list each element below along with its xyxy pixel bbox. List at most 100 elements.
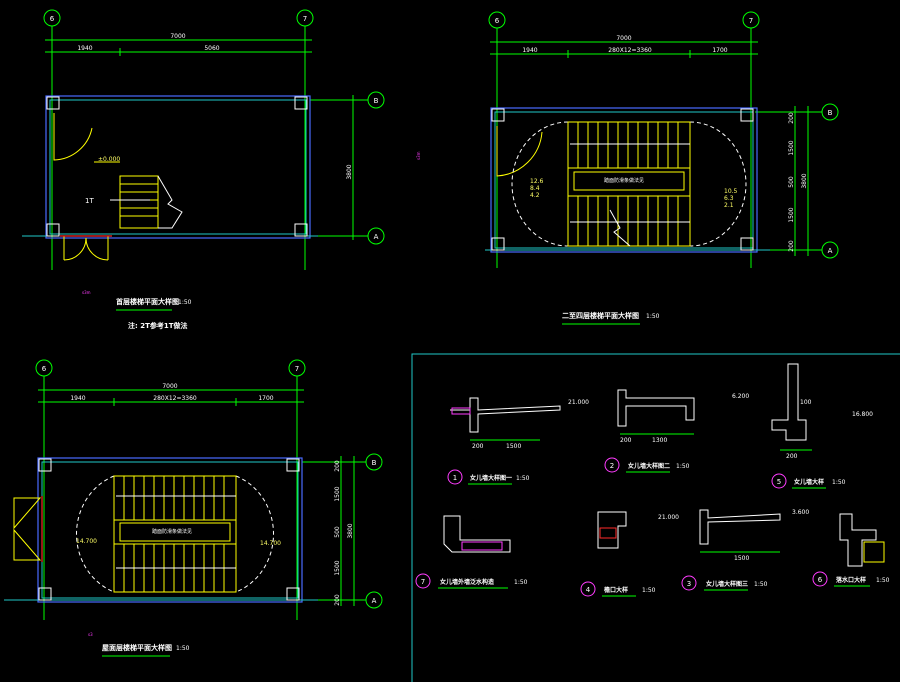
detail-title: 落水口大样 — [836, 576, 866, 584]
level-mark: 14.700 — [260, 540, 281, 547]
dim-b: 280X12=3360 — [608, 47, 652, 54]
detail-title: 女儿墙大样 — [794, 478, 824, 486]
detail-dim: 200 — [786, 453, 798, 460]
detail-2: 1300 200 6.200 2 女儿墙大样图二 1:50 — [604, 389, 749, 473]
stair-flight — [119, 175, 159, 229]
detail-6: 6 落水口大样 1:50 — [812, 513, 890, 587]
parapet-section — [699, 509, 781, 545]
door-swing — [53, 113, 93, 161]
plan-roof-floor: 6 7 7000 1940 280X12=3360 1700 3800 200 … — [4, 359, 383, 657]
door-swing — [496, 126, 543, 177]
axis-label-right: 7 — [303, 15, 307, 23]
axis-bubble-top — [365, 453, 383, 471]
plan-title: 首层楼梯平面大样图 — [116, 297, 179, 306]
plan-scale: 1:50 — [178, 299, 192, 306]
detail-scale: 1:50 — [514, 579, 528, 586]
plan-title: 二至四层楼梯平面大样图 — [562, 311, 639, 320]
door-leaf — [13, 497, 42, 530]
detail-title: 女儿墙大样图二 — [628, 462, 670, 470]
axis-label-right: 7 — [295, 365, 299, 373]
dim-a: 1940 — [77, 45, 92, 52]
dim-a: 1940 — [522, 47, 537, 54]
level-mark: 10.5 — [724, 188, 738, 195]
stair-flight-upper — [113, 475, 237, 521]
detail-scale: 1:50 — [642, 587, 656, 594]
detail-number: 3 — [687, 580, 691, 588]
landing-arc — [235, 475, 274, 593]
column — [46, 96, 60, 110]
detail-number: 2 — [610, 462, 614, 470]
detail-index-bubble — [604, 457, 620, 473]
detail-level: 21.000 — [568, 399, 589, 406]
detail-number: 4 — [586, 586, 591, 594]
axis-label-right: 7 — [749, 17, 753, 25]
detail-index-bubble — [681, 575, 697, 591]
dim-v5: 200 — [334, 594, 341, 606]
detail-title: 女儿墙外墙泛水构造 — [440, 578, 494, 586]
column — [286, 458, 300, 472]
detail-3: 1500 3.600 3 女儿墙大样图三 1:50 — [681, 509, 809, 591]
dim-c: 1700 — [712, 47, 727, 54]
axis-bubble-bottom — [367, 227, 385, 245]
dim-b: 5060 — [204, 45, 219, 52]
dim-b: 280X12=3360 — [153, 395, 197, 402]
detail-level: 3.600 — [792, 509, 809, 516]
detail-dim: 200 — [472, 443, 484, 450]
plan-scale: 1:50 — [176, 645, 190, 652]
column — [46, 223, 60, 237]
dim-v4: 1500 — [334, 560, 341, 575]
detail-dim: 1500 — [734, 555, 749, 562]
column — [286, 587, 300, 601]
column — [38, 587, 52, 601]
dim-total: 7000 — [162, 383, 177, 390]
detail-dim: 1300 — [652, 437, 667, 444]
plan-title: 屋面层楼梯平面大样图 — [102, 643, 172, 652]
dim-total: 7000 — [170, 33, 185, 40]
detail-scale: 1:50 — [832, 479, 846, 486]
dim-v5: 200 — [788, 240, 795, 252]
magenta-marker: s3 — [88, 632, 93, 637]
level-mark: 4.2 — [530, 192, 540, 199]
detail-scale: 1:50 — [876, 577, 890, 584]
stair-note: 踏面防滑条做法见 — [604, 177, 644, 184]
dim-v1: 200 — [334, 460, 341, 472]
axis-label-bottom: A — [372, 597, 377, 605]
detail-level: 21.000 — [658, 514, 679, 521]
dim-vertical: 3800 — [346, 164, 353, 179]
membrane-layer — [461, 541, 503, 551]
details-frame — [411, 353, 900, 682]
axis-label-left: 6 — [495, 17, 500, 25]
magenta-marker: s3m — [82, 290, 91, 295]
detail-scale: 1:50 — [676, 463, 690, 470]
stair-flight-upper — [567, 121, 691, 169]
break-line — [157, 175, 183, 229]
eave-section — [597, 511, 627, 549]
magenta-marker: s3m — [416, 151, 421, 160]
landing-arc — [689, 121, 747, 247]
level-mark: 6.3 — [724, 195, 734, 202]
dim-a: 1940 — [70, 395, 85, 402]
detail-7: 7 女儿墙外墙泛水构造 1:50 — [415, 515, 528, 589]
dim-total: 7000 — [616, 35, 631, 42]
detail-index-bubble — [447, 469, 463, 485]
door-leaf — [13, 528, 42, 561]
stair-well — [113, 519, 237, 545]
stair-treads — [577, 122, 679, 246]
column — [294, 96, 308, 110]
detail-4: 21.000 4 檐口大样 1:50 — [580, 511, 679, 597]
dim-vertical: 3800 — [801, 173, 808, 188]
axis-label-bottom: A — [828, 247, 833, 255]
detail-scale: 1:50 — [516, 475, 530, 482]
dim-v3: 500 — [334, 526, 341, 538]
detail-dim: 100 — [800, 399, 812, 406]
detail-title: 女儿墙大样图一 — [470, 474, 512, 482]
column — [294, 223, 308, 237]
detail-level: 16.800 — [852, 411, 873, 418]
detail-index-bubble — [812, 571, 828, 587]
level-mark: 14.700 — [76, 538, 97, 545]
level-mark: 12.6 — [530, 178, 544, 185]
wall-outline — [45, 95, 311, 239]
detail-5: 200 100 16.800 5 女儿墙大样 1:50 — [771, 363, 873, 489]
dim-c: 1700 — [258, 395, 273, 402]
wall-outline — [490, 107, 758, 253]
